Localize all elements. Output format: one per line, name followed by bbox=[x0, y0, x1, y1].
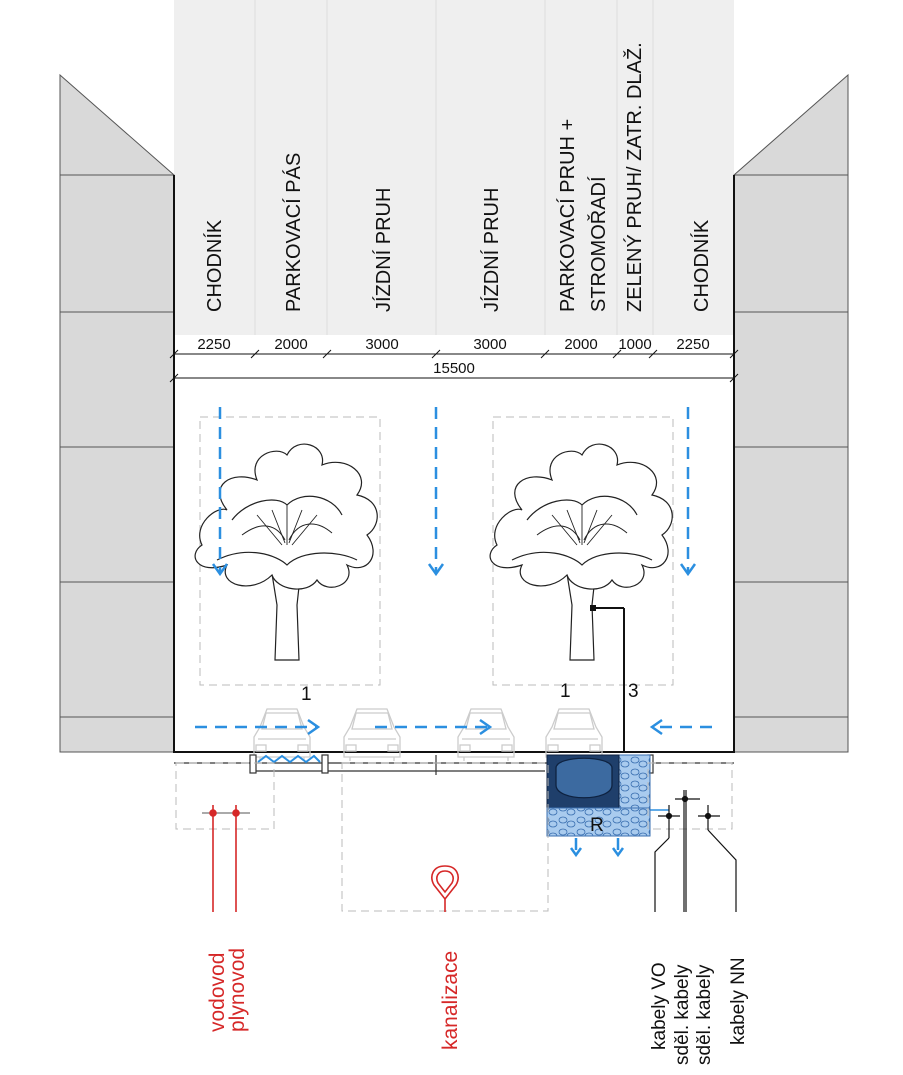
car-icon bbox=[253, 708, 311, 762]
drain-arrows bbox=[569, 838, 625, 858]
utility-label-low-voltage-cables: kabely NN bbox=[728, 957, 749, 1045]
dim-green-strip: 1000 bbox=[618, 336, 651, 353]
dim-parking-tree: 2000 bbox=[564, 336, 597, 353]
utility-label-gas: plynovod bbox=[226, 948, 249, 1032]
dimension-lines bbox=[169, 345, 739, 385]
retention-marker: R bbox=[590, 815, 604, 836]
tree-root-inlet-left bbox=[257, 754, 321, 764]
utility-zone-center bbox=[341, 762, 549, 912]
dim-sidewalk-right: 2250 bbox=[676, 336, 709, 353]
utility-label-telecom-cables-2: sděl. kabely bbox=[694, 964, 715, 1065]
car-icon bbox=[457, 708, 515, 762]
water-gas-pipes bbox=[202, 805, 250, 912]
utility-zone-left bbox=[175, 762, 275, 830]
utility-label-sewer: kanalizace bbox=[439, 951, 462, 1050]
lane-label-parking-tree-line1: PARKOVACÍ PRUH + bbox=[556, 119, 579, 312]
dim-sidewalk-left: 2250 bbox=[197, 336, 230, 353]
cable-lines bbox=[654, 790, 737, 912]
lane-label-driving-lane-1: JÍZDNÍ PRUH bbox=[372, 188, 395, 312]
dim-parking-strip: 2000 bbox=[274, 336, 307, 353]
lane-label-driving-lane-2: JÍZDNÍ PRUH bbox=[480, 188, 503, 312]
retention-tree-pit bbox=[546, 754, 669, 837]
tree-icon-right bbox=[489, 443, 673, 661]
lane-label-parking-tree-line2: STROMOŘADÍ bbox=[587, 176, 610, 312]
street-lamp-icon bbox=[590, 605, 625, 752]
lamp-marker: 3 bbox=[628, 681, 639, 702]
dim-total-width: 15500 bbox=[433, 360, 475, 377]
dim-driving-lane-2: 3000 bbox=[473, 336, 506, 353]
sewer-pipe-icon bbox=[431, 865, 459, 912]
lane-label-sidewalk-left: CHODNÍK bbox=[203, 219, 226, 312]
tree-marker-left: 1 bbox=[301, 684, 312, 705]
tree-icon-left bbox=[194, 443, 378, 661]
utility-zone-right bbox=[647, 762, 733, 830]
lane-label-green-strip: ZELENÝ PRUH/ ZATR. DLAŽ. bbox=[623, 42, 646, 312]
building-right bbox=[733, 73, 849, 753]
tree-marker-right: 1 bbox=[560, 681, 571, 702]
utility-label-water: vodovod bbox=[206, 953, 229, 1032]
building-left bbox=[59, 73, 175, 753]
rainwater-flow-arrows bbox=[195, 407, 712, 736]
dim-driving-lane-1: 3000 bbox=[365, 336, 398, 353]
utility-label-street-light-cables: kabely VO bbox=[649, 962, 670, 1050]
section-band bbox=[174, 0, 734, 335]
utility-label-telecom-cables-1: sděl. kabely bbox=[672, 964, 693, 1065]
car-icon bbox=[545, 708, 603, 762]
lane-label-sidewalk-right: CHODNÍK bbox=[690, 219, 713, 312]
lane-label-parking-strip: PARKOVACÍ PÁS bbox=[282, 153, 305, 312]
car-icon bbox=[343, 708, 401, 762]
